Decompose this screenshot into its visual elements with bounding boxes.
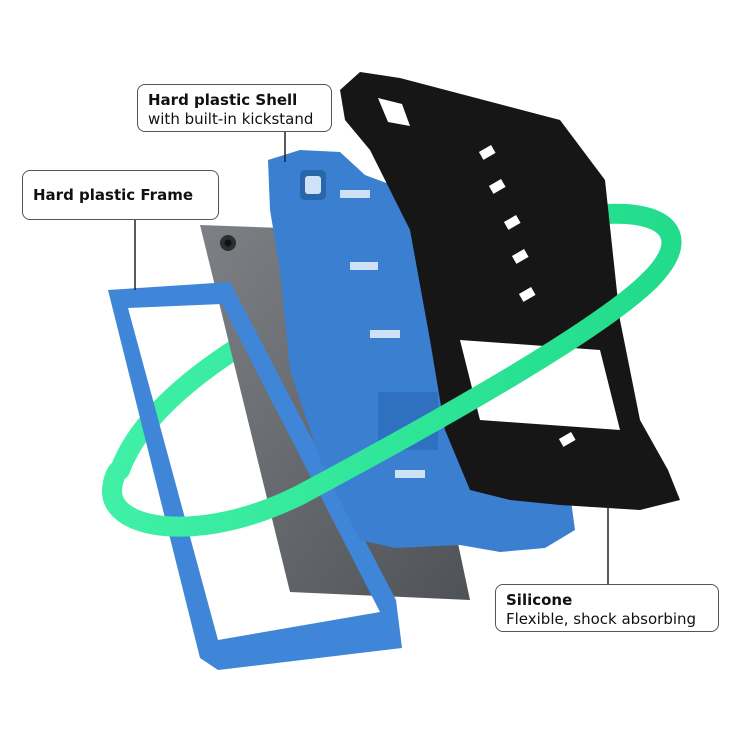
shell-callout-subtitle: with built-in kickstand xyxy=(148,109,314,128)
silicone-callout-title: Silicone xyxy=(506,591,573,609)
silicone-callout: Silicone Flexible, shock absorbing xyxy=(495,584,719,632)
silicone-callout-subtitle: Flexible, shock absorbing xyxy=(506,609,697,628)
frame-callout-title: Hard plastic Frame xyxy=(33,185,193,204)
hard-plastic-frame xyxy=(108,282,402,670)
shell-callout-title: Hard plastic Shell xyxy=(148,91,298,109)
frame-callout: Hard plastic Frame xyxy=(22,170,219,220)
shell-callout: Hard plastic Shell with built-in kicksta… xyxy=(137,84,332,132)
ring-front xyxy=(102,270,660,537)
silicone-cover xyxy=(340,72,680,510)
